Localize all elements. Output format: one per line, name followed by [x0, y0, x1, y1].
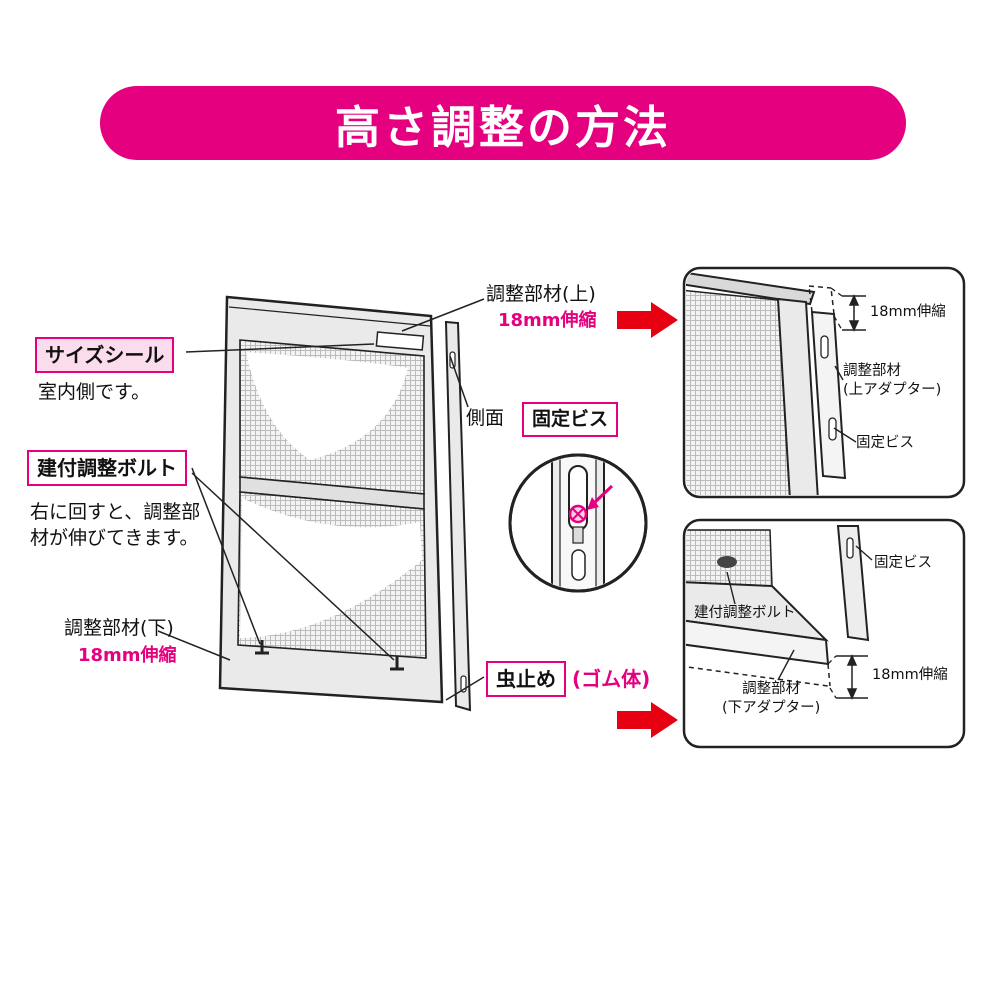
bug-stop-material-label: (ゴム体) [572, 667, 651, 691]
adjust-bolt-right [390, 656, 404, 671]
adjust-bolt-note: 右に回すと、調整部 材が伸びてきます。 [30, 501, 201, 549]
title-banner: 高さ調整の方法 [100, 86, 906, 160]
adjust-bolt-label: 建付調整ボルト [27, 450, 187, 486]
adjust-bolt-left [255, 640, 269, 655]
panel-bottom-fixing-screw-label: 固定ビス [874, 555, 932, 571]
leader-lines [157, 298, 485, 701]
panel-bottom-adjust-bolt-label: 建付調整ボルト [694, 605, 796, 621]
arrow-right-bottom-icon [617, 702, 678, 738]
panel-top-adj-member-label: 調整部材 (上アダプター) [843, 363, 942, 398]
panel-top-extension-label: 18mm伸縮 [870, 304, 946, 320]
panel-top-fixing-screw-label: 固定ビス [856, 435, 914, 451]
main-screen-frame [218, 295, 472, 712]
panel-bottom-extension-label: 18mm伸縮 [872, 667, 948, 683]
adj-member-bottom-label: 調整部材(下) [64, 617, 174, 639]
dimension-18mm-top [842, 294, 866, 332]
size-seal-sticker [375, 331, 425, 351]
detail-circle [508, 453, 648, 593]
dimension-18mm-bottom [836, 654, 868, 700]
size-seal-label: サイズシール [35, 337, 175, 373]
panel-bottom-adj-member-label: 調整部材 (下アダプター) [722, 681, 821, 716]
fixing-screw-label: 固定ビス [522, 402, 619, 437]
arrow-right-top-icon [617, 302, 678, 338]
bug-stop-label: 虫止め [486, 661, 566, 697]
adjust-bolt-head [717, 556, 737, 568]
size-seal-note: 室内側です。 [38, 381, 151, 403]
page-title: 高さ調整の方法 [334, 100, 671, 154]
screw-pointer-arrow-icon [587, 484, 614, 510]
adj-member-bottom-extension: 18mm伸縮 [78, 645, 177, 666]
adj-member-top-extension: 18mm伸縮 [498, 310, 597, 331]
side-face-label: 側面 [466, 407, 505, 429]
panel-bottom-art [682, 518, 966, 749]
adj-member-top-label: 調整部材(上) [486, 283, 596, 305]
panel-top-art [682, 266, 966, 499]
